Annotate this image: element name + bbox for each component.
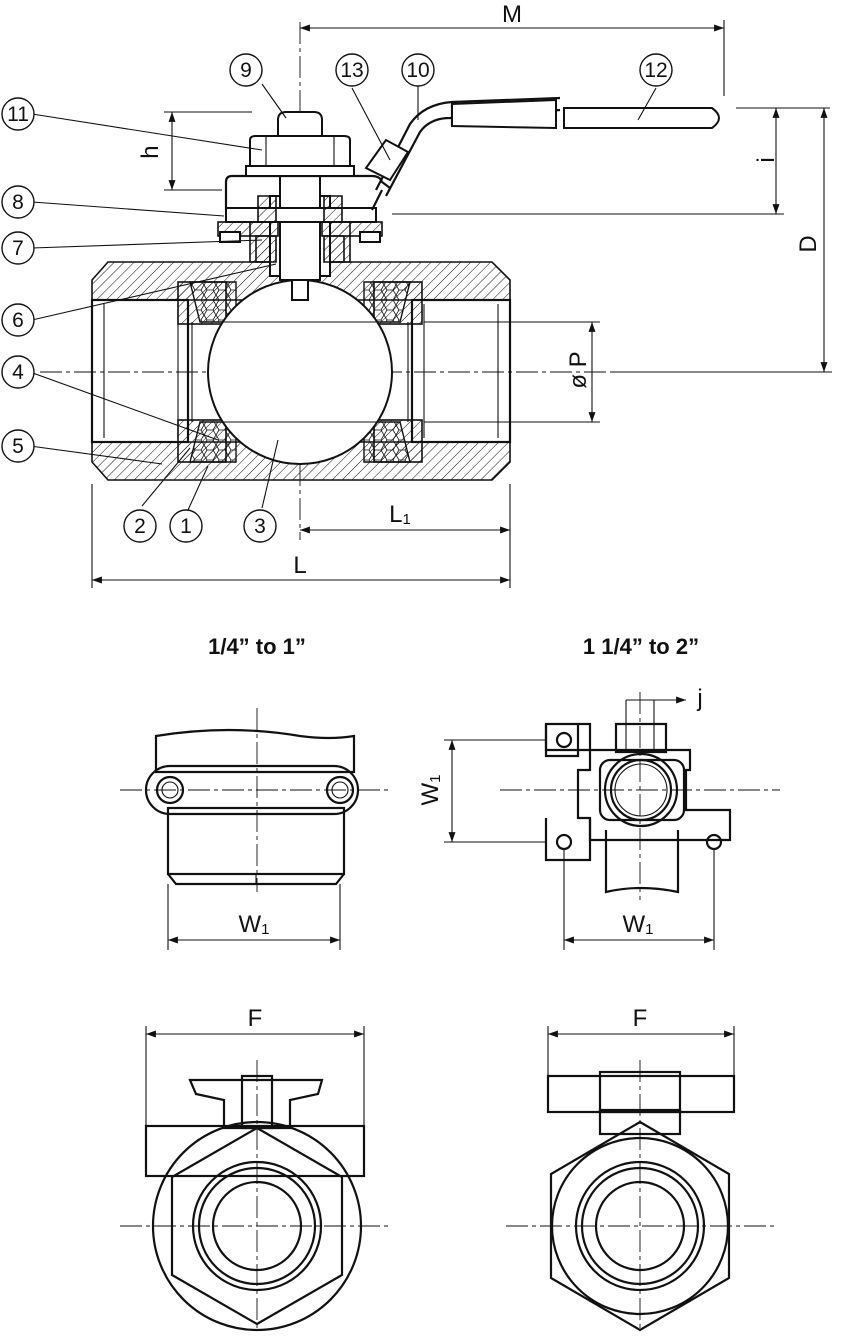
balloon-label: 11 — [7, 103, 29, 126]
balloon-2: 2 — [123, 509, 157, 543]
leader-lines — [29, 83, 657, 511]
balloon-7: 7 — [1, 231, 35, 265]
balloon-label: 8 — [12, 191, 24, 214]
balloon-8: 8 — [1, 185, 35, 219]
handle-arm — [385, 108, 561, 197]
main-section-view: M h i D ø P L1 L — [1, 1, 832, 588]
balloon-10: 10 — [401, 53, 435, 87]
balloon-label: 2 — [134, 515, 146, 538]
small-top-view: W1 — [120, 708, 390, 950]
balloon-label: 3 — [254, 515, 266, 538]
small-stop-plate — [144, 764, 360, 816]
dim-j-label: j — [696, 685, 702, 712]
large-end-view: F — [506, 1005, 774, 1332]
balloon-label: 7 — [12, 237, 24, 260]
dim-i-label: i — [753, 157, 780, 162]
packing-right — [323, 235, 345, 263]
balloon-11: 11 — [1, 97, 35, 131]
balloon-9: 9 — [229, 53, 263, 87]
balloon-label: 1 — [180, 515, 192, 538]
handle-grip — [451, 98, 557, 130]
balloon-label: 9 — [240, 59, 252, 82]
balloon-label: 5 — [12, 435, 24, 458]
balloon-1: 1 — [169, 509, 203, 543]
large-F-label: F — [633, 1005, 648, 1032]
right-thread-end — [410, 298, 512, 444]
small-W1-label: W1 — [239, 911, 270, 938]
large-top-view: j W1 W1 — [417, 685, 780, 950]
handle-grip-sleeve — [364, 138, 410, 182]
ball — [207, 279, 393, 465]
large-size-title: 1 1/4” to 2” — [583, 634, 699, 659]
stem-washer — [245, 165, 355, 177]
balloon-4: 4 — [1, 355, 35, 389]
balloon-label: 10 — [406, 59, 429, 82]
dim-M-label: M — [502, 1, 522, 28]
balloon-5: 5 — [1, 429, 35, 463]
left-thread-end — [90, 298, 190, 444]
stem-tang — [291, 279, 309, 301]
dim-h-label: h — [137, 145, 164, 158]
small-size-title: 1/4” to 1” — [208, 634, 306, 659]
stop-plate — [225, 207, 377, 223]
dim-L-label: L — [293, 552, 306, 579]
dim-D-label: D — [795, 235, 822, 252]
dim-L1-label: L1 — [389, 501, 411, 528]
handle-grip-end — [563, 107, 720, 129]
balloon-label: 13 — [340, 59, 363, 82]
stem-nut — [249, 135, 351, 167]
balloon-label: 12 — [644, 59, 667, 82]
balloon-label: 4 — [12, 361, 24, 384]
balloon-12: 12 — [639, 53, 673, 87]
balloon-13: 13 — [335, 53, 369, 87]
small-F-label: F — [248, 1005, 263, 1032]
small-end-view: F — [120, 1005, 390, 1332]
large-W1-vertical-label: W1 — [417, 775, 444, 806]
large-W1-label: W1 — [623, 911, 654, 938]
dim-P-label: ø P — [565, 351, 592, 388]
stem-tip — [277, 111, 323, 137]
balloon-3: 3 — [243, 509, 277, 543]
balloon-6: 6 — [1, 303, 35, 337]
balloon-label: 6 — [12, 309, 24, 332]
